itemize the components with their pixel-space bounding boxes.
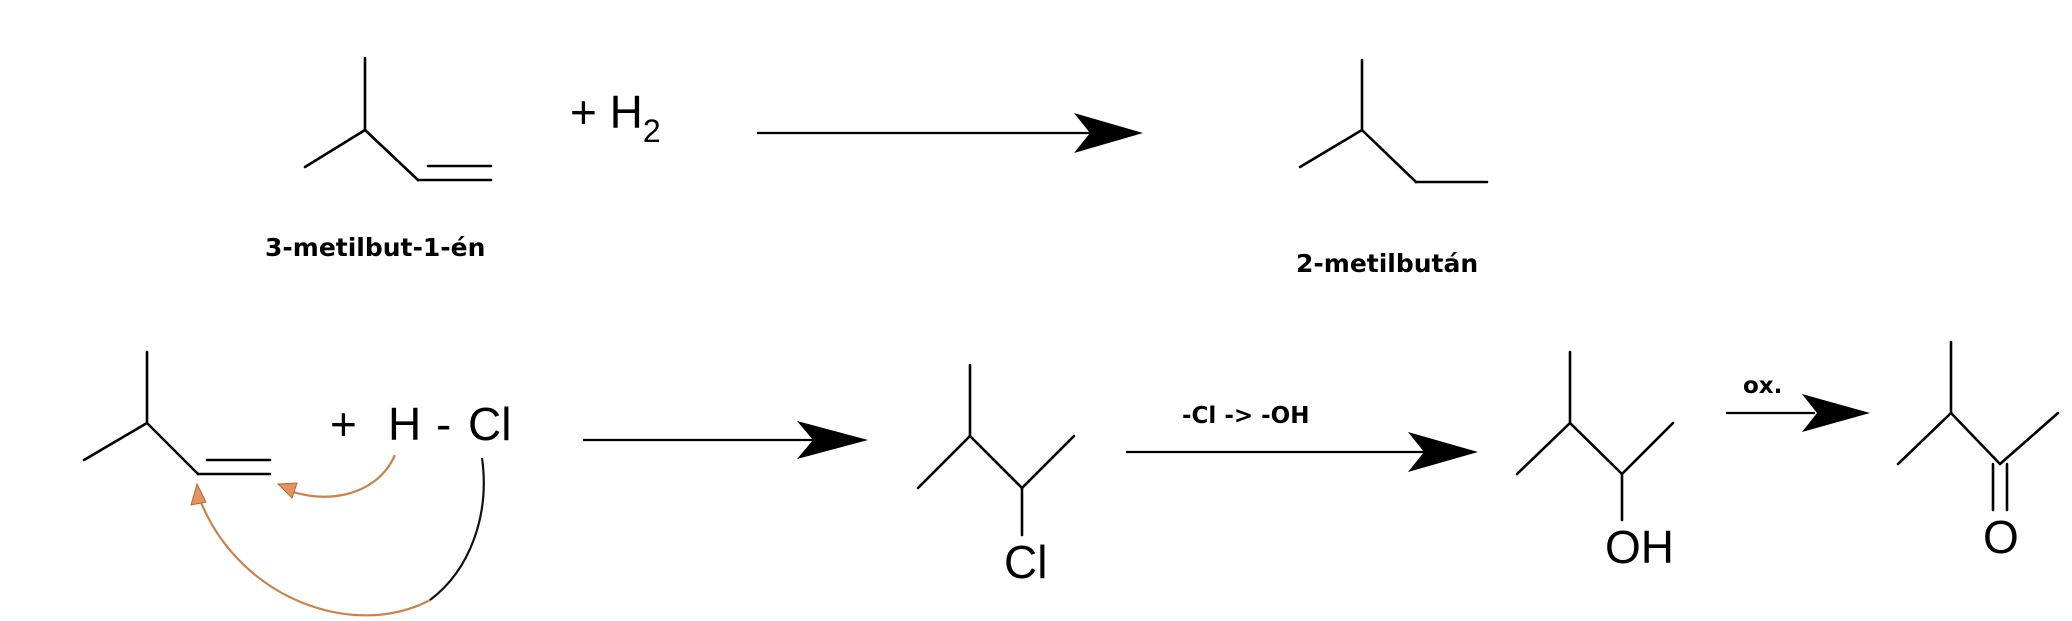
svg-text:-: - <box>436 398 451 450</box>
reaction-arrow-1 <box>757 113 1143 153</box>
molecule-alcohol: OH <box>1515 350 1675 573</box>
reaction-arrow-4 <box>1726 394 1870 432</box>
product-name-label: 2-metilbután <box>1296 249 1478 278</box>
reaction-arrow-3 <box>1126 432 1478 472</box>
condition-ox: ox. <box>1743 373 1782 399</box>
atom-label-oh: OH <box>1605 521 1674 573</box>
reactant-name-label: 3-metilbut-1-én <box>265 233 485 262</box>
reagent-h2: + H2 <box>570 86 661 149</box>
electron-arrow-cl <box>190 457 485 617</box>
molecule-2-metilbutan <box>1298 58 1489 184</box>
reagent-hcl: + H - Cl <box>330 398 511 450</box>
condition-cl-to-oh: -Cl -> -OH <box>1182 403 1310 429</box>
svg-text:+: + <box>330 398 357 450</box>
electron-arrow-h <box>276 454 397 499</box>
reaction-arrow-2 <box>583 421 868 459</box>
atom-label-cl: Cl <box>1004 536 1047 588</box>
svg-text:Cl: Cl <box>468 398 511 450</box>
svg-text:H: H <box>388 398 421 450</box>
molecule-chloro: Cl <box>916 363 1076 588</box>
molecule-ketone: O <box>1896 340 2060 563</box>
molecule-3-metilbut-1-en-2 <box>82 350 272 476</box>
molecule-3-metilbut-1-en <box>303 56 493 182</box>
atom-label-o: O <box>1983 511 2019 563</box>
